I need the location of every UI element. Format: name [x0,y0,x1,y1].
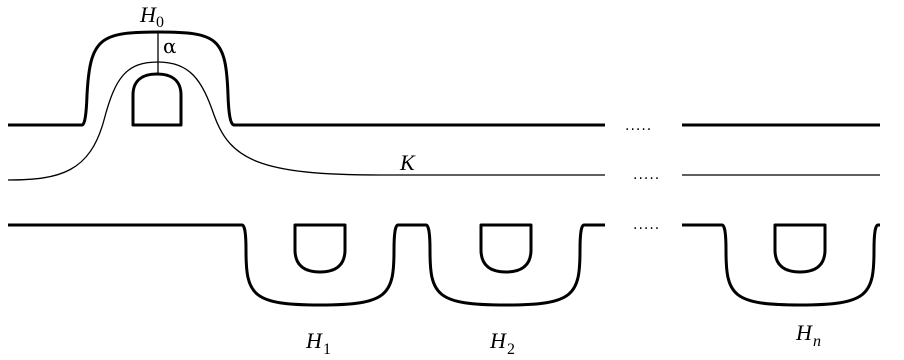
top-boundary [8,30,880,127]
bottom-boundary [8,223,880,307]
h2-inner-hole [479,223,533,274]
label-hn-main: H [795,320,813,345]
ellipsis-top: ..... [625,118,652,134]
h0-inner-hole [131,72,183,127]
knot-k-curve [7,61,605,181]
hn-inner-hole [773,223,827,274]
h1-inner-hole [293,223,347,274]
label-h2: H 2 [489,328,515,358]
label-knot-k: K [399,150,416,175]
label-hn-sub: n [813,333,821,350]
knot-k [7,61,880,181]
bottom-boundary-right-with-handle-hn [682,223,880,307]
label-h0-sub: 0 [156,14,164,31]
bottom-boundary-left-with-handles-h1-h2 [8,223,605,307]
label-h2-main: H [489,328,507,353]
ellipsis-middle: ..... [633,167,660,183]
label-h0-main: H [139,2,157,27]
label-h2-sub: 2 [507,341,515,358]
label-h1-sub: 1 [323,341,331,358]
ellipsis-bottom: ..... [633,217,660,233]
top-boundary-left-with-handle-h0 [8,30,605,127]
label-h1-main: H [305,328,323,353]
label-alpha: α [163,34,177,58]
label-hn: H n [795,320,821,350]
label-h0: H 0 [139,2,164,31]
label-h1: H 1 [305,328,331,358]
